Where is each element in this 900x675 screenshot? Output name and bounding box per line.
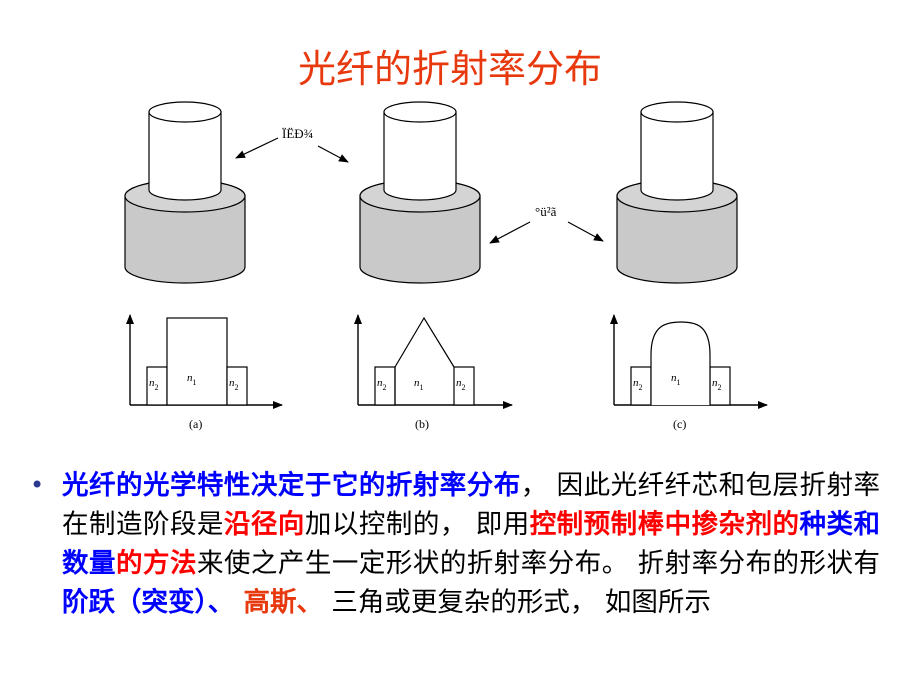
text-segment: 高斯、 [234, 587, 323, 618]
svg-text:n1: n1 [671, 372, 681, 387]
refractive-index-figure: ÏËÐ¾ °ü²ã n2 n1 n2 (a) n2 n1 n2 (b) n2 [124, 101, 768, 431]
svg-text:n2: n2 [229, 377, 239, 392]
svg-text:n2: n2 [149, 377, 159, 392]
profile-c-graded: n2 n1 n2 (c) [610, 314, 768, 431]
paragraph-text: 光纤的光学特性决定于它的折射率分布， 因此光纤纤芯和包层折射率在制造阶段是沿径向… [62, 466, 880, 622]
core-arrow-right [317, 145, 349, 163]
clad-arrow-left [489, 221, 531, 244]
text-segment: 光纤的光学特性决定于它的折射率分布 [62, 470, 521, 501]
fiber-cylinder-b [359, 101, 481, 284]
text-segment: 沿径向 [223, 509, 305, 540]
svg-text:n1: n1 [414, 377, 424, 392]
text-segment: 阶跃（突变）、 [62, 587, 235, 618]
clad-label: °ü²ã [535, 204, 557, 219]
slide-title: 光纤的折射率分布 [297, 47, 602, 91]
caption-c: (c) [673, 417, 686, 431]
fiber-cylinder-c [616, 101, 738, 284]
caption-b: (b) [415, 417, 429, 431]
fiber-cylinder-a [124, 101, 246, 284]
text-segment: 三角或更复杂的形式， 如图所示 [322, 587, 711, 618]
text-segment: 控制预制棒中掺杂剂的 [529, 509, 800, 540]
description-paragraph: • 光纤的光学特性决定于它的折射率分布， 因此光纤纤芯和包层折射率在制造阶段是沿… [30, 466, 880, 622]
svg-text:n2: n2 [712, 377, 722, 392]
text-segment: 来使之产生一定形状的折射率分布。 折射率分布的形状有 [196, 548, 881, 579]
core-label: ÏËÐ¾ [282, 126, 313, 141]
profile-b-triangle: n2 n1 n2 (b) [354, 314, 513, 431]
svg-text:n1: n1 [187, 372, 197, 387]
bullet-icon: • [30, 471, 45, 499]
svg-text:n2: n2 [456, 377, 466, 392]
svg-text:n2: n2 [377, 377, 387, 392]
core-arrow-left [235, 137, 279, 159]
text-segment: ， 因此光纤纤芯和包层折射率在制造阶段是 [62, 470, 880, 540]
text-segment: 的方法 [115, 548, 197, 579]
profile-a-step: n2 n1 n2 (a) [126, 314, 283, 431]
text-segment: 加以控制的， 即用 [304, 509, 530, 540]
svg-text:n2: n2 [633, 377, 643, 392]
text-segment: 种类和数量 [62, 509, 881, 579]
clad-arrow-right [567, 221, 604, 242]
caption-a: (a) [189, 417, 202, 431]
